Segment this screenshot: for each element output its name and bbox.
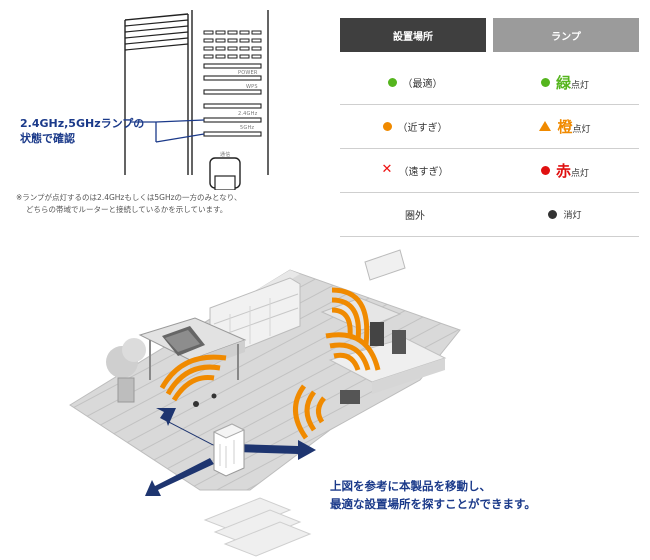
plant — [106, 338, 146, 403]
arrow-left-down — [145, 458, 214, 496]
orange-triangle-icon — [539, 121, 552, 131]
placement-out-of-range: 圏外 — [405, 210, 425, 222]
device-dot — [193, 401, 199, 407]
black-dot-icon — [548, 209, 558, 219]
router-label-power: POWER — [238, 70, 258, 76]
tab-placement: 設置場所 — [340, 18, 486, 52]
placement-optimal: （最適） — [402, 78, 443, 90]
device-dot — [211, 393, 217, 399]
arrow-right — [236, 440, 316, 460]
room-illustration — [69, 249, 461, 557]
router-diagram — [124, 10, 269, 190]
router-vents — [203, 30, 262, 59]
callout-line-1: 2.4GHz,5GHzランプの — [20, 117, 145, 130]
tab-lamp: ランプ — [493, 18, 639, 52]
lamp-red-suffix: 点灯 — [571, 168, 590, 179]
placement-too-far: （遠すぎ） — [398, 166, 449, 178]
wifi-waves-desk — [159, 354, 227, 402]
green-dot-icon — [387, 77, 397, 87]
router-housing — [124, 10, 269, 175]
green-dot-icon — [540, 77, 550, 87]
lamp-callout: 2.4GHz,5GHzランプの 状態で確認 — [20, 116, 160, 146]
air-conditioner — [364, 249, 406, 281]
lamp-off: 消灯 — [563, 210, 582, 221]
router-label-comm: 通信 — [220, 152, 231, 158]
wifi-waves-tv — [331, 287, 370, 345]
table-row-out-of-range: 圏外 消灯 — [340, 192, 639, 237]
router-lamp-bars — [203, 63, 262, 137]
orange-dot-icon — [382, 121, 392, 131]
callout-lines — [130, 119, 205, 143]
router-ribs — [124, 19, 189, 51]
table-row-too-close: （近すぎ） 橙点灯 — [340, 104, 639, 149]
extender-device — [212, 423, 246, 477]
router-label-wps: WPS — [246, 84, 258, 90]
arrow-left-up — [156, 408, 218, 447]
lamp-green-suffix: 点灯 — [571, 80, 590, 91]
lamp-orange: 橙 — [557, 117, 573, 136]
tv-rack — [320, 297, 406, 354]
router-label-24ghz: 2.4GHz — [238, 111, 258, 117]
table-row-too-far: ✕ （遠すぎ） 赤点灯 — [340, 148, 639, 193]
red-dot-icon — [540, 165, 550, 175]
caption-line-2: 最適な設置場所を探すことができます。 — [330, 497, 536, 511]
router-label-5ghz: 5GHz — [240, 125, 255, 131]
wifi-waves-floor — [293, 384, 326, 440]
lamp-note: ※ランプが点灯するのは2.4GHzもしくは5GHzの一方のみとなり、 どちらの帯… — [16, 192, 316, 216]
wifi-waves-sofa — [325, 332, 381, 371]
table-row-optimal: （最適） 緑点灯 — [340, 60, 639, 105]
callout-line-2: 状態で確認 — [20, 132, 75, 145]
placement-too-close: （近すぎ） — [397, 122, 448, 134]
note-line-2: どちらの帯域でルーターと接続しているかを示しています。 — [26, 205, 228, 214]
direction-arrows — [145, 408, 316, 496]
stairs — [203, 497, 312, 557]
room-caption: 上図を参考に本製品を移動し、 最適な設置場所を探すことができます。 — [330, 477, 630, 513]
lamp-orange-suffix: 点灯 — [572, 124, 591, 135]
lamp-red: 赤 — [555, 161, 571, 180]
red-cross-icon: ✕ — [381, 162, 393, 177]
laptop — [162, 326, 205, 356]
note-line-1: ※ランプが点灯するのは2.4GHzもしくは5GHzの一方のみとなり、 — [16, 193, 242, 202]
lamp-green: 緑 — [555, 73, 571, 92]
caption-line-1: 上図を参考に本製品を移動し、 — [330, 479, 491, 493]
device-box — [340, 390, 360, 404]
